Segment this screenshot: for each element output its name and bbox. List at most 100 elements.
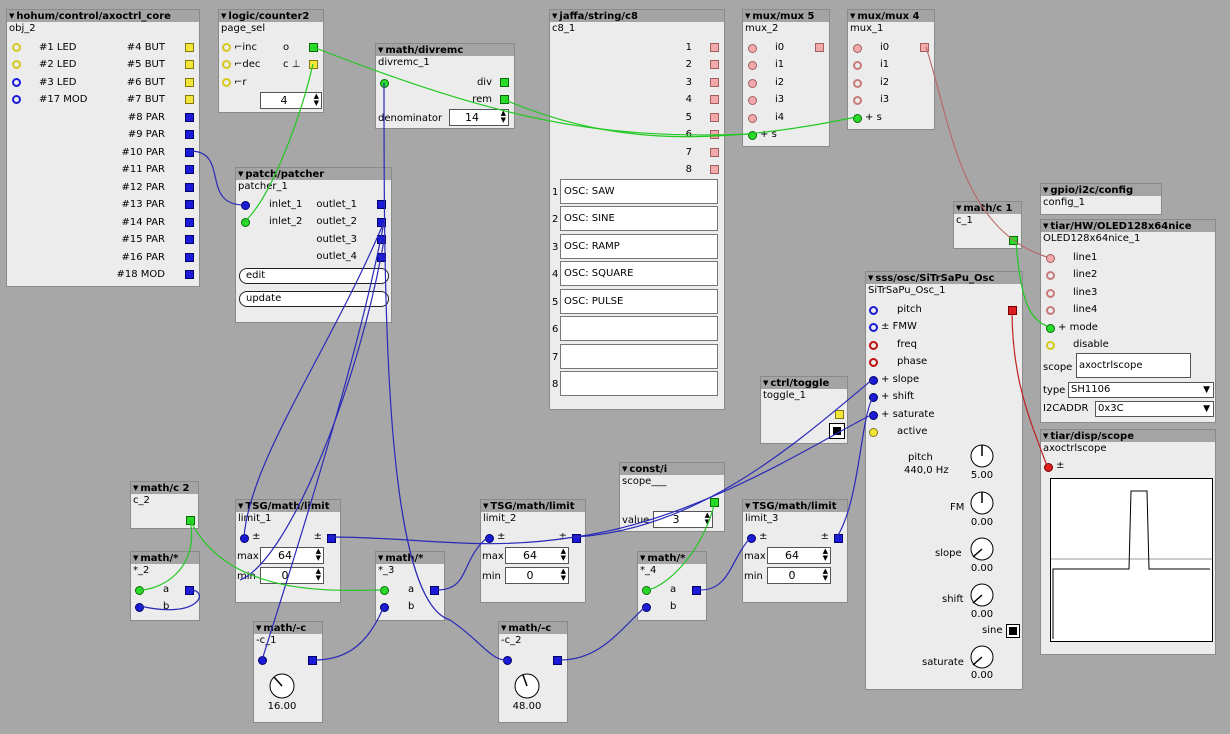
outlet-out[interactable] [834,534,843,543]
inlet-i2[interactable] [748,79,757,88]
outlet-4[interactable] [377,253,386,262]
object-scope[interactable]: tiar/disp/scope axoctrlscope ± [1040,429,1216,655]
inlet-led2[interactable] [12,60,21,69]
outlet-6[interactable] [710,130,719,139]
outlet-out[interactable] [308,656,317,665]
inlet-line3[interactable] [1046,289,1055,298]
outlet-but6[interactable] [185,78,194,87]
outlet-par15[interactable] [185,235,194,244]
max-spinner[interactable]: 64▲▼ [260,547,324,564]
title-bar[interactable]: math/divremc [376,44,514,56]
inlet-dec[interactable] [222,60,231,69]
title-bar[interactable]: gpio/i2c/config [1041,184,1161,196]
title-bar[interactable]: math/* [638,552,706,564]
title-bar[interactable]: tiar/HW/OLED128x64nice [1041,220,1215,232]
min-spinner[interactable]: 0▲▼ [505,567,569,584]
object-math-c2[interactable]: math/c 2 c_2 [130,481,199,529]
max-spinner[interactable]: 64▲▼ [505,547,569,564]
title-bar[interactable]: TSG/math/limit [743,500,847,512]
inlet-i0[interactable] [853,44,862,53]
outlet-div[interactable] [500,78,509,87]
outlet-2[interactable] [377,218,386,227]
object-string-c8[interactable]: jaffa/string/c8 c8_1 1 2 3 4 5 6 7 8 1 2… [549,9,725,410]
string-field-1[interactable]: OSC: SAW [560,179,718,204]
outlet-out[interactable] [692,586,701,595]
outlet-out[interactable] [553,656,562,665]
string-field-4[interactable]: OSC: SQUARE [560,261,718,286]
outlet-out[interactable] [710,498,719,507]
object-sitrsapu-osc[interactable]: sss/osc/SiTrSaPu_Osc SiTrSaPu_Osc_1 pitc… [865,271,1023,690]
inlet-shift[interactable] [869,393,878,402]
value-spinner[interactable]: 3▲▼ [653,511,713,528]
string-field-7[interactable] [560,344,718,369]
title-bar[interactable]: math/-c [254,622,322,634]
outlet-5[interactable] [710,113,719,122]
min-spinner[interactable]: 0▲▼ [767,567,831,584]
outlet-par10[interactable] [185,148,194,157]
inlet-in[interactable] [1044,463,1053,472]
inlet-inc[interactable] [222,43,231,52]
inlet-active[interactable] [869,428,878,437]
title-bar[interactable]: mux/mux 4 [848,10,934,22]
outlet-but7[interactable] [185,95,194,104]
title-bar[interactable]: patch/patcher [236,168,391,180]
string-field-6[interactable] [560,316,718,341]
outlet-4[interactable] [710,95,719,104]
title-bar[interactable]: sss/osc/SiTrSaPu_Osc [866,272,1022,284]
object-counter2[interactable]: logic/counter2 page_sel ⌐inc ⌐dec ⌐r o c… [218,9,324,113]
title-bar[interactable]: mux/mux 5 [743,10,829,22]
inlet-s[interactable] [748,131,757,140]
inlet-b[interactable] [380,603,389,612]
outlet-but5[interactable] [185,60,194,69]
title-bar[interactable]: math/c 2 [131,482,198,494]
outlet-1[interactable] [710,43,719,52]
title-bar[interactable]: math/* [131,552,199,564]
inlet-line2[interactable] [1046,271,1055,280]
object-limit3[interactable]: TSG/math/limit limit_3 ± ± max 64▲▼ min … [742,499,848,603]
inlet-i3[interactable] [853,96,862,105]
inlet-i0[interactable] [748,44,757,53]
outlet-o[interactable] [309,43,318,52]
inlet-i2[interactable] [853,79,862,88]
object-mux5[interactable]: mux/mux 5 mux_2 i0 i1 i2 i3 i4 + s [742,9,830,147]
edit-button[interactable]: edit [239,268,389,284]
inlet-i1[interactable] [748,61,757,70]
outlet-par9[interactable] [185,130,194,139]
inlet-mod17[interactable] [12,95,21,104]
object-axoctrl-core[interactable]: hohum/control/axoctrl_core obj_2 #1 LED … [6,9,200,287]
toggle-button[interactable] [829,423,845,439]
update-button[interactable]: update [239,291,389,307]
outlet-3[interactable] [377,235,386,244]
denominator-spinner[interactable]: 14▲▼ [449,109,509,126]
outlet-par12[interactable] [185,183,194,192]
title-bar[interactable]: TSG/math/limit [481,500,585,512]
outlet-c[interactable] [309,60,318,69]
outlet-par11[interactable] [185,165,194,174]
outlet-o[interactable] [835,410,844,419]
outlet-but4[interactable] [185,43,194,52]
title-bar[interactable]: math/* [376,552,444,564]
inlet-i4[interactable] [748,114,757,123]
inlet-a[interactable] [642,586,651,595]
subtract-knob[interactable] [513,672,541,700]
object-minus-c2[interactable]: math/-c -c_2 48.00 [498,621,568,723]
outlet-2[interactable] [710,60,719,69]
inlet-in[interactable] [747,534,756,543]
object-gpio-i2c-config[interactable]: gpio/i2c/config config_1 [1040,183,1162,215]
inlet-saturate[interactable] [869,411,878,420]
outlet-3[interactable] [710,78,719,87]
outlet-out[interactable] [1008,306,1017,315]
outlet-out[interactable] [430,586,439,595]
inlet-2[interactable] [241,218,250,227]
inlet-fmw[interactable] [869,323,878,332]
inlet-line1[interactable] [1046,254,1055,263]
object-divremc[interactable]: math/divremc divremc_1 div rem denominat… [375,43,515,129]
shift-knob[interactable] [969,582,995,608]
inlet-r[interactable] [222,78,231,87]
title-bar[interactable]: jaffa/string/c8 [550,10,724,22]
i2caddr-dropdown[interactable]: 0x3C▼ [1095,401,1214,417]
inlet-phase[interactable] [869,358,878,367]
string-field-3[interactable]: OSC: RAMP [560,234,718,259]
inlet-1[interactable] [241,201,250,210]
object-patcher[interactable]: patch/patcher patcher_1 inlet_1 inlet_2 … [235,167,392,323]
